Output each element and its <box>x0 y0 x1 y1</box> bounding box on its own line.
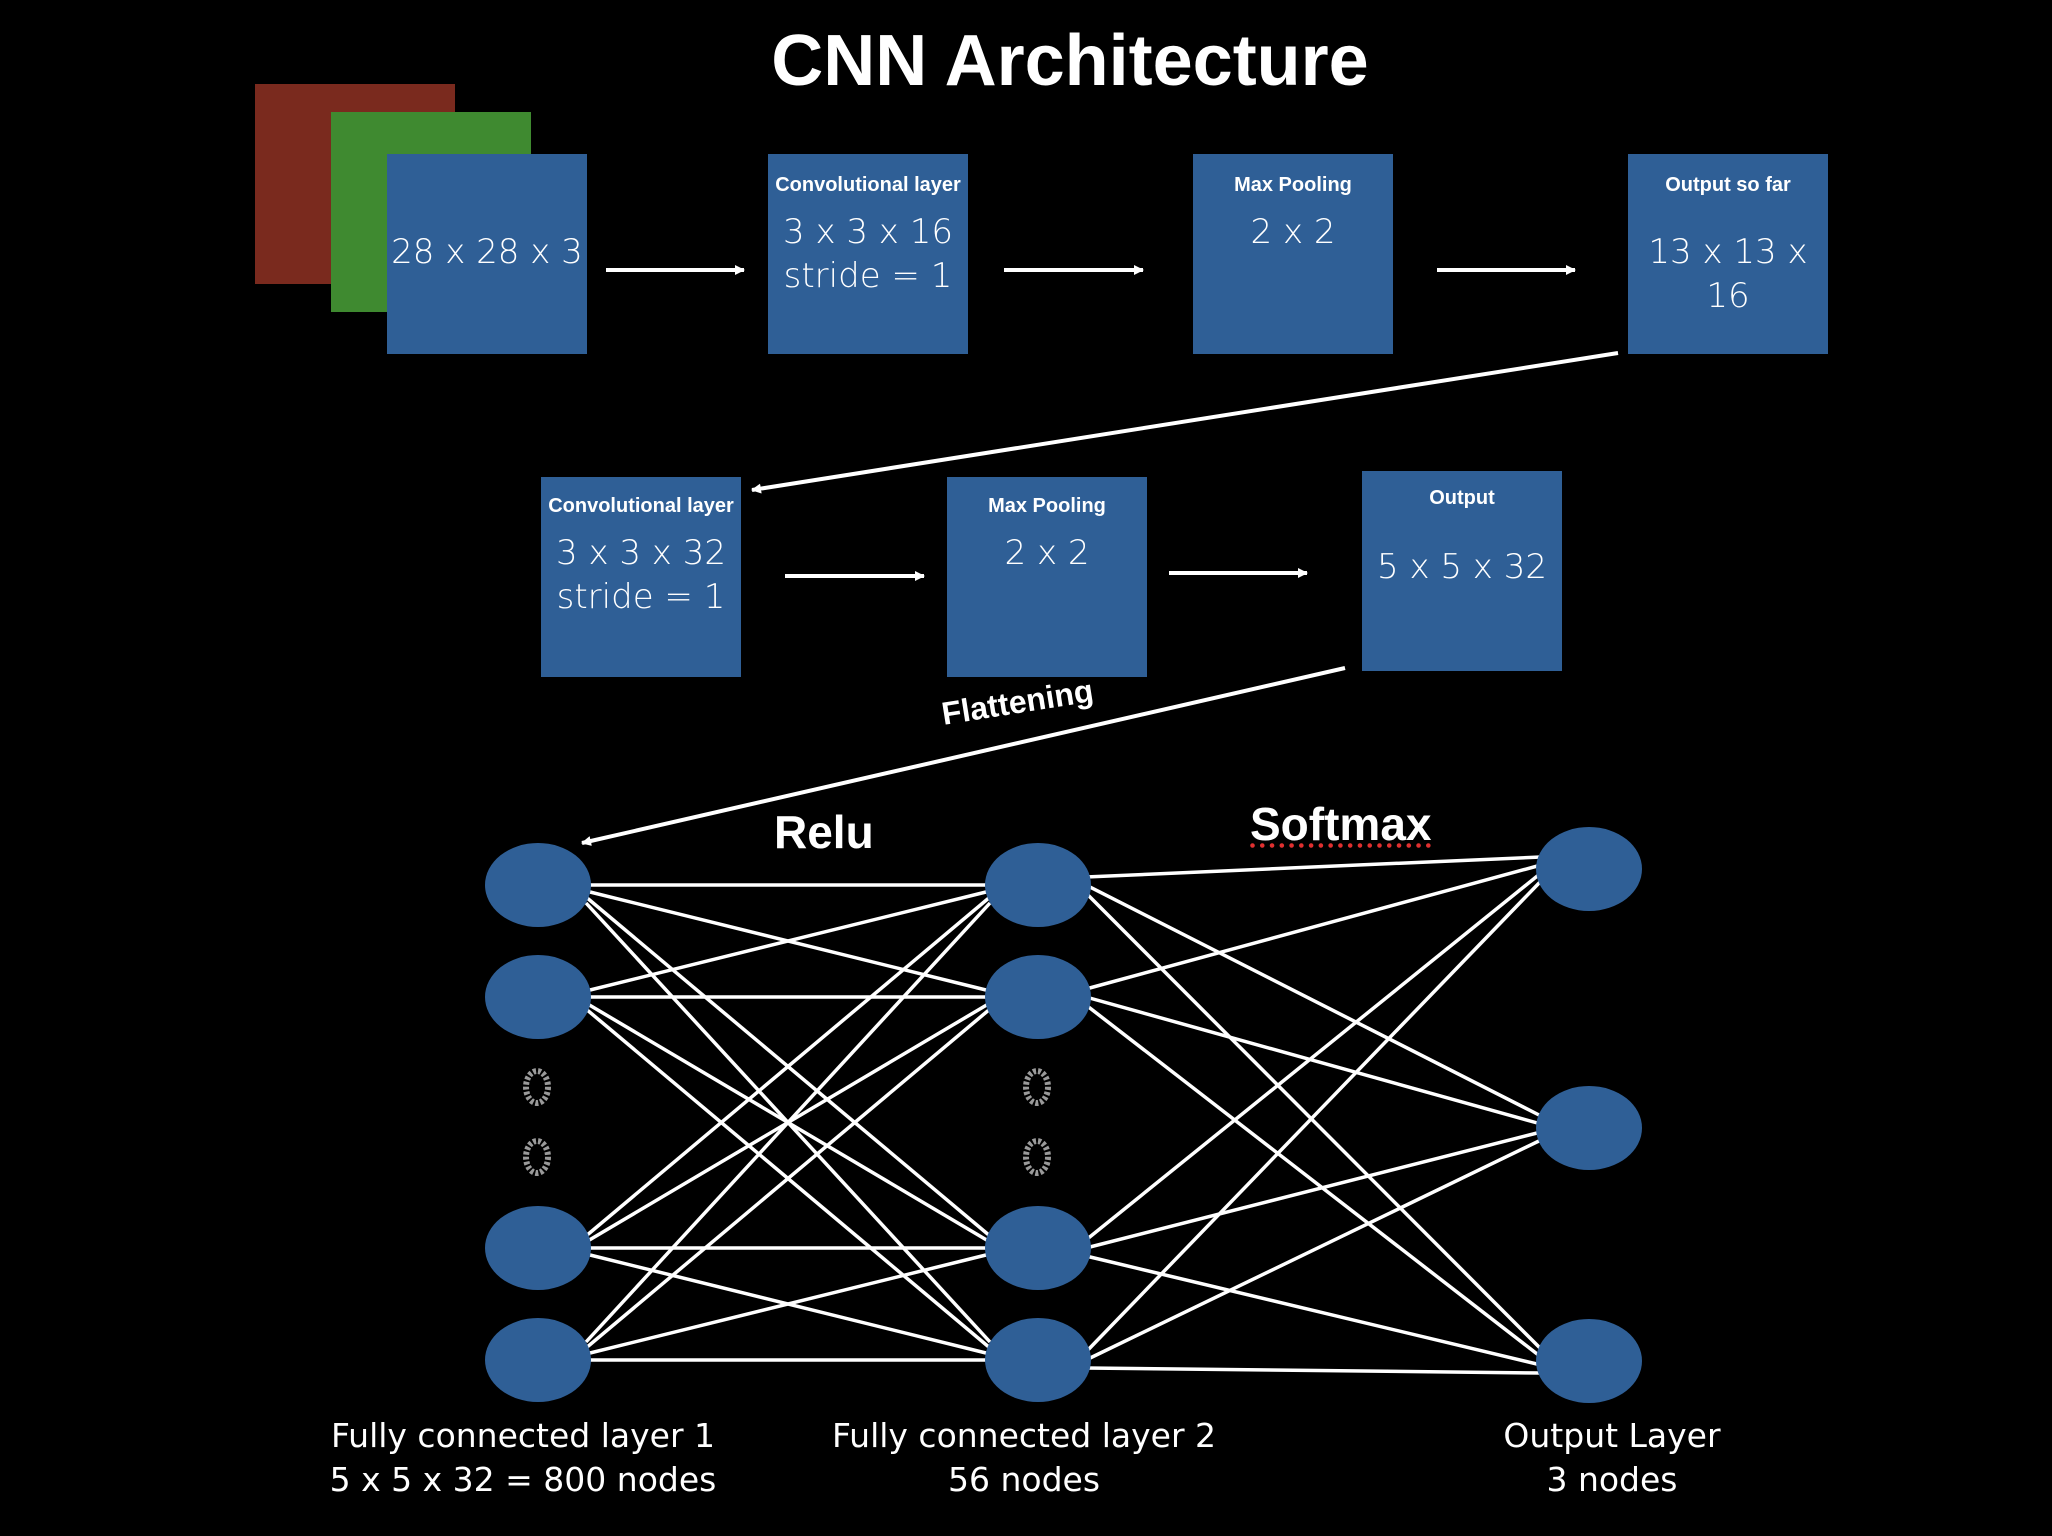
fc2-caption-nodes: 56 nodes <box>947 1460 1101 1499</box>
fc1-node <box>485 1318 591 1402</box>
fc2-ellipsis-dot <box>1023 1068 1051 1106</box>
input-dims: 28 x 28 x 3 <box>391 232 583 272</box>
output-node <box>1536 1319 1642 1403</box>
conv-layer-2-stride: stride = 1 <box>556 577 726 617</box>
output-node <box>1536 827 1642 911</box>
fc1-to-fc2-edge <box>584 895 992 1238</box>
output-layer-caption-title: Output Layer <box>1503 1416 1721 1455</box>
conv-layer-1: Convolutional layer 3 x 3 x 16 stride = … <box>768 154 968 354</box>
output-layer-caption-nodes: 3 nodes <box>1546 1460 1678 1499</box>
max-pooling-2-label: Max Pooling <box>988 495 1106 517</box>
fc1-node <box>485 955 591 1039</box>
fc1-node <box>485 1206 591 1290</box>
output-2-dims: 5 x 5 x 32 <box>1377 547 1547 587</box>
conv-layer-2: Convolutional layer 3 x 3 x 32 stride = … <box>541 477 741 677</box>
fc2-node <box>985 955 1091 1039</box>
arrow-flattening <box>581 666 1346 846</box>
max-pooling-1-label: Max Pooling <box>1234 174 1352 196</box>
output-so-far-label: Output so far <box>1665 174 1791 196</box>
input-channel-blue: 28 x 28 x 3 <box>387 154 587 354</box>
conv-layer-2-label: Convolutional layer <box>548 495 734 517</box>
max-pooling-1-size: 2 x 2 <box>1250 212 1336 252</box>
conv-layer-1-label: Convolutional layer <box>775 174 961 196</box>
softmax-label: Softmax <box>1250 798 1432 850</box>
fc1-to-fc2-edge <box>584 901 992 1344</box>
fc2-to-output-edge <box>1084 871 1543 1242</box>
fc1-to-fc2-edge <box>585 1252 991 1356</box>
fc2-caption: Fully connected layer 2 56 nodes <box>764 1414 1284 1502</box>
fc1-to-fc2-edge <box>585 889 991 993</box>
fc2-node <box>985 1206 1091 1290</box>
fc1-node <box>485 843 591 927</box>
fc1-to-fc2-edge <box>584 1007 992 1350</box>
fc2-node <box>985 1318 1091 1402</box>
conv-layer-1-kernel: 3 x 3 x 16 <box>783 212 953 252</box>
fc2-to-output-edge <box>1084 879 1543 1354</box>
output-2: Output 5 x 5 x 32 <box>1362 471 1562 671</box>
conv-layer-1-stride: stride = 1 <box>783 256 953 296</box>
fc2-ellipsis-dot <box>1023 1138 1051 1176</box>
fc1-caption-title: Fully connected layer 1 <box>330 1416 715 1455</box>
fc2-node <box>985 843 1091 927</box>
fc2-to-output-edge <box>1085 1138 1542 1362</box>
output-layer-caption: Output Layer 3 nodes <box>1352 1414 1872 1502</box>
fc2-to-output-edge <box>1085 1366 1542 1375</box>
fc2-to-output-edge <box>1085 883 1542 1118</box>
output-so-far-dims: 13 x 13 x 16 <box>1648 232 1808 316</box>
fc2-to-output-edge <box>1085 995 1542 1126</box>
arrow-output-to-conv2 <box>751 351 1619 494</box>
output-node <box>1536 1086 1642 1170</box>
fc2-caption-title: Fully connected layer 2 <box>831 1416 1216 1455</box>
fc1-caption: Fully connected layer 1 5 x 5 x 32 = 800… <box>263 1414 783 1502</box>
max-pooling-2-size: 2 x 2 <box>1004 533 1090 573</box>
fc1-caption-nodes: 5 x 5 x 32 = 800 nodes <box>329 1460 717 1499</box>
output-2-label: Output <box>1429 487 1495 509</box>
fc2-to-output-edge <box>1084 1003 1543 1359</box>
fc2-to-output-edge <box>1085 1254 1542 1367</box>
fc2-to-output-edge <box>1085 855 1542 879</box>
conv-layer-2-kernel: 3 x 3 x 32 <box>556 533 726 573</box>
fc1-ellipsis-dot <box>523 1138 551 1176</box>
relu-label: Relu <box>774 806 874 858</box>
fc1-ellipsis-dot <box>523 1068 551 1106</box>
page-title: CNN Architecture <box>771 21 1369 101</box>
max-pooling-2: Max Pooling 2 x 2 <box>947 477 1147 677</box>
fc2-to-output-edge <box>1085 1130 1542 1250</box>
output-so-far: Output so far 13 x 13 x 16 <box>1628 154 1828 354</box>
fc2-to-output-edge <box>1085 863 1542 991</box>
max-pooling-1: Max Pooling 2 x 2 <box>1193 154 1393 354</box>
